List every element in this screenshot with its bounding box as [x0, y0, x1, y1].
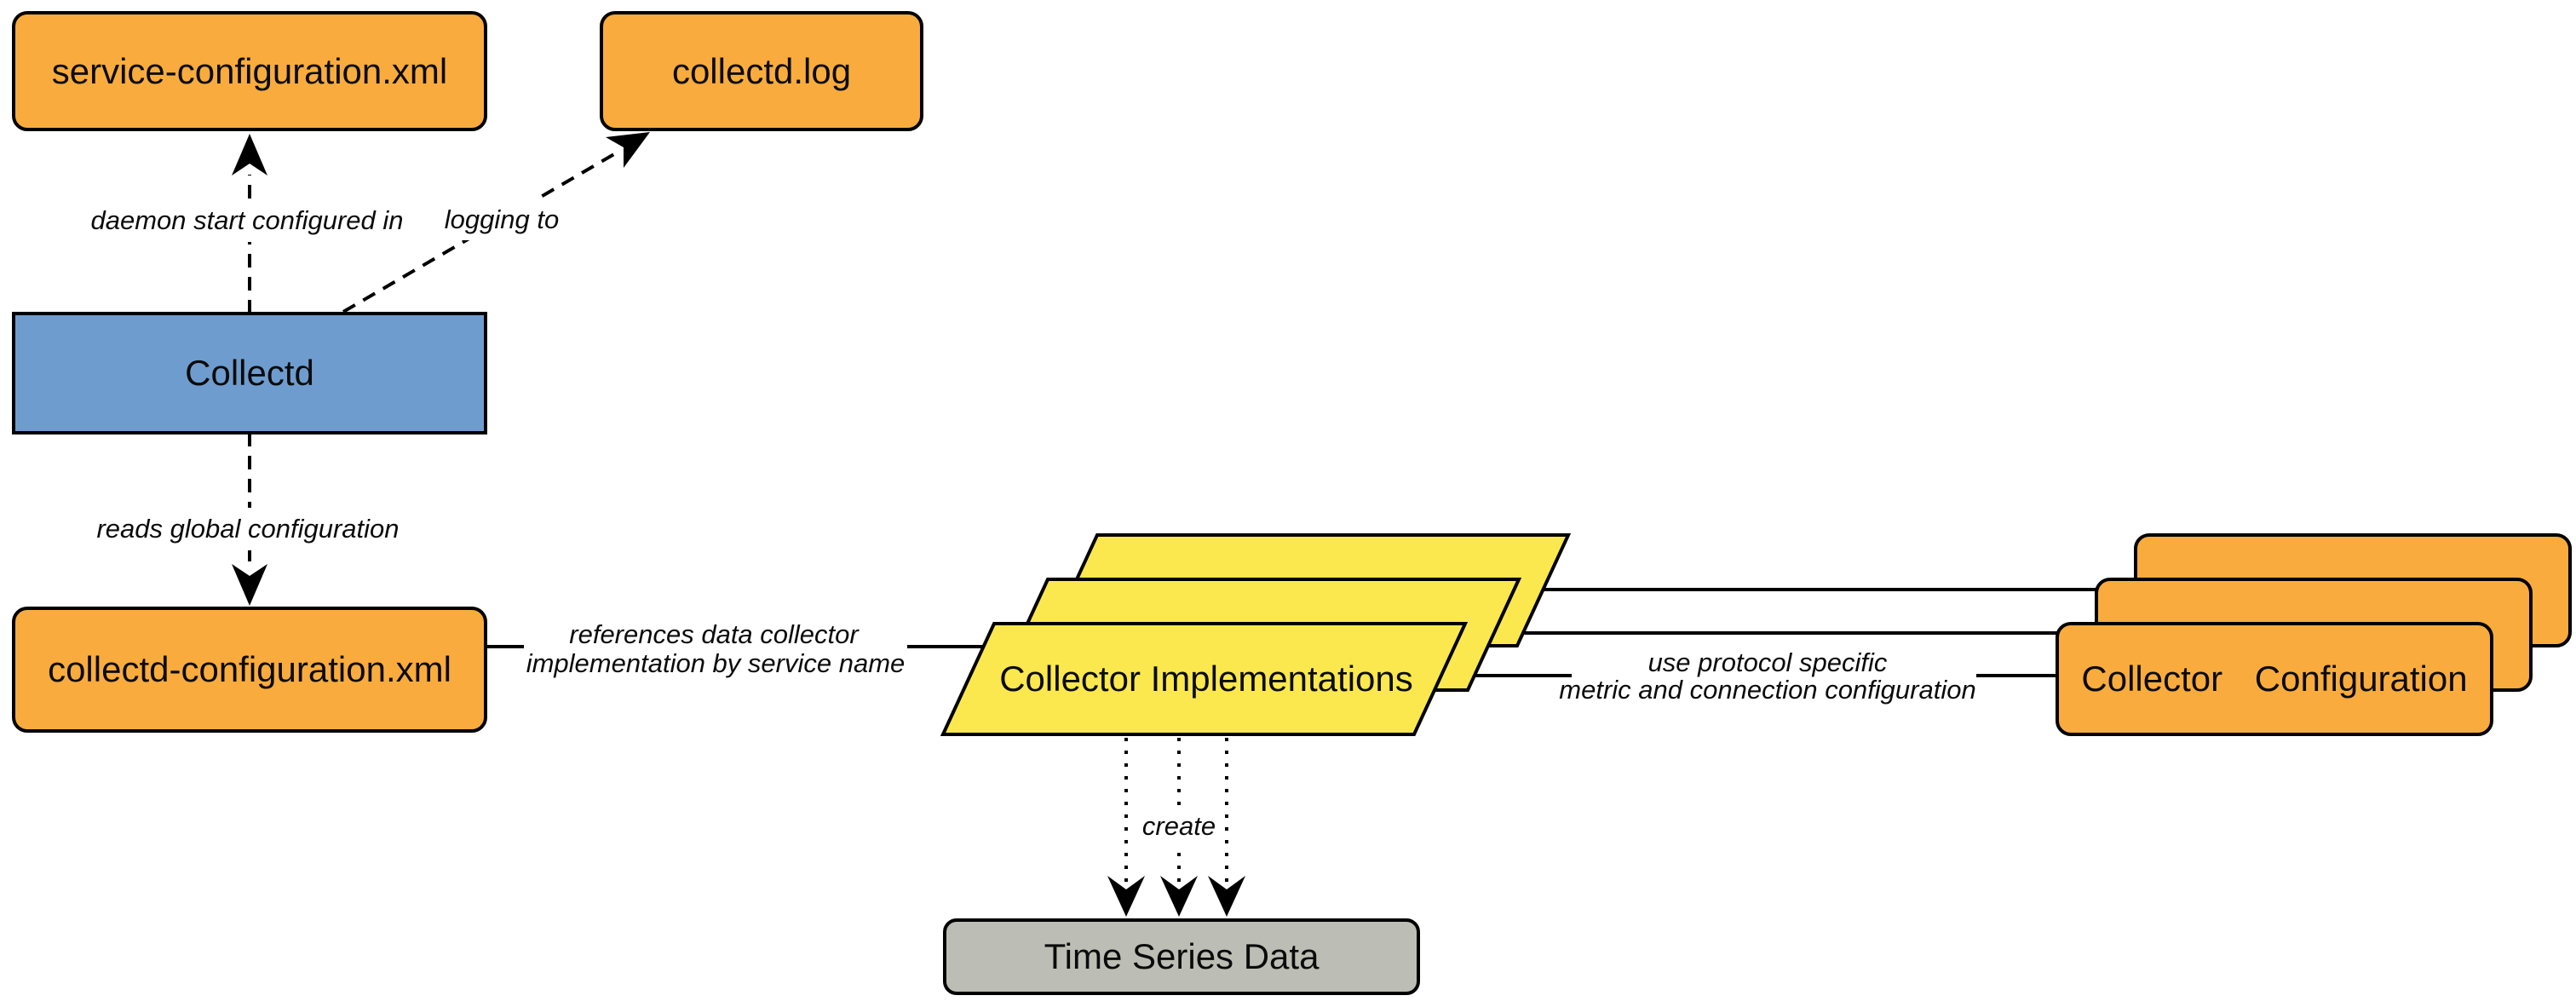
- time-series-data-label: Time Series Data: [1044, 936, 1320, 976]
- arrowhead-down-icon: [232, 564, 267, 606]
- arrowhead-down-icon: [1160, 876, 1198, 917]
- collectd-log-label: collectd.log: [672, 51, 851, 91]
- service-configuration-node: service-configuration.xml: [12, 11, 487, 131]
- collector-configuration-node: Collector Configuration: [2056, 533, 2572, 736]
- svg-text:use protocol specific: use protocol specific: [1648, 647, 1888, 677]
- arrowhead-down-icon: [1208, 876, 1245, 917]
- collector-implementations-node: Collector Implementations: [940, 533, 1572, 736]
- collectd-log-node: collectd.log: [600, 11, 923, 131]
- arrowhead-down-icon: [1107, 876, 1145, 917]
- label-halo: [85, 199, 417, 242]
- daemon-start-edge-label: daemon start configured in: [90, 205, 403, 235]
- label-halo: [1138, 806, 1222, 847]
- time-series-data-node: Time Series Data: [943, 918, 1420, 995]
- collectd-label: Collectd: [185, 353, 314, 393]
- edge-create: [1107, 738, 1245, 917]
- arrowhead-up-icon: [232, 134, 267, 176]
- configuration-layer-front: [2056, 622, 2493, 736]
- label-halo: [85, 508, 414, 550]
- create-edge-label: create: [1142, 811, 1216, 841]
- implementation-layer-front: [940, 622, 1469, 736]
- svg-text:metric and connection configur: metric and connection configuration: [1559, 675, 1975, 705]
- collectd-configuration-node: collectd-configuration.xml: [12, 607, 487, 733]
- arrowhead-upright-icon: [606, 132, 650, 168]
- logging-to-edge-label: logging to: [445, 204, 559, 234]
- svg-text:implementation by service name: implementation by service name: [526, 648, 906, 678]
- edge-logging-to: [342, 132, 650, 314]
- svg-text:references data collector: references data collector: [569, 619, 860, 649]
- collector-implementations-label: Collector Implementations: [999, 659, 1413, 699]
- edge-reads-global: [232, 433, 267, 606]
- service-configuration-label: service-configuration.xml: [52, 51, 448, 91]
- collectd-node: Collectd: [12, 312, 487, 434]
- collectd-configuration-label: collectd-configuration.xml: [48, 649, 451, 689]
- reads-global-edge-label: reads global configuration: [96, 514, 399, 544]
- references-edge-label: references data collector implementation…: [526, 619, 906, 678]
- label-halo: [423, 199, 580, 240]
- collector-configuration-label: Collector Configuration: [2081, 659, 2467, 699]
- use-protocol-edge-label: use protocol specific metric and connect…: [1559, 647, 1975, 705]
- edge-daemon-start: [232, 134, 267, 314]
